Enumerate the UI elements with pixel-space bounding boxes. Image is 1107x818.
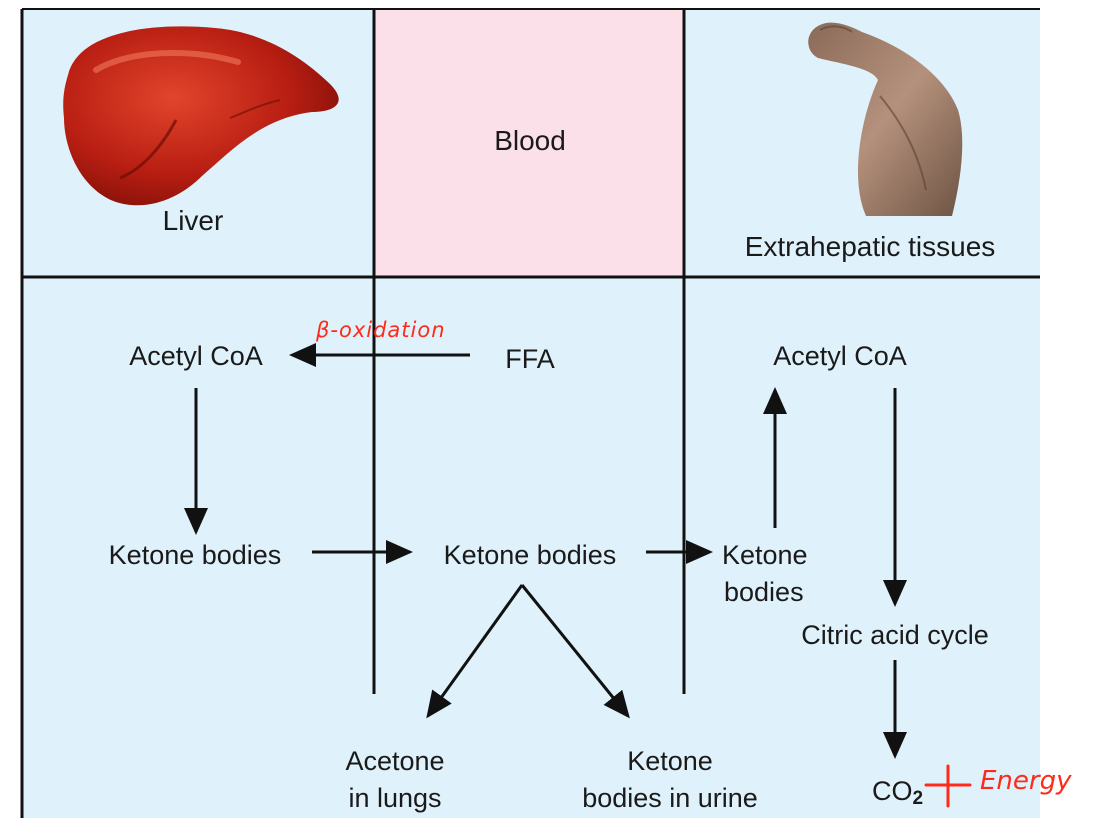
acetone-label-line-2: in lungs [315, 781, 475, 815]
beta-oxidation-annotation: β-oxidation [316, 318, 446, 342]
acetone-label-line-1: Acetone [315, 744, 475, 778]
liver-label: Liver [113, 204, 273, 238]
ketone-bodies-tissue-label-line-1: Ketone [722, 538, 808, 572]
ffa-label: FFA [480, 342, 580, 376]
ketone-bodies-liver-label: Ketone bodies [80, 538, 310, 572]
co2-label: CO2 [872, 774, 923, 816]
citric-acid-cycle-label: Citric acid cycle [770, 618, 1020, 652]
co2-subscript: 2 [913, 788, 924, 809]
blood-label: Blood [450, 124, 610, 158]
ketone-urine-label-line-2: bodies in urine [545, 781, 795, 815]
acetyl-coa-tissue-label: Acetyl CoA [740, 339, 940, 373]
ketone-urine-label-line-1: Ketone [555, 744, 785, 778]
ketone-bodies-blood-label: Ketone bodies [415, 538, 645, 572]
extrahepatic-tissues-label: Extrahepatic tissues [700, 230, 1040, 264]
acetyl-coa-liver-label: Acetyl CoA [96, 339, 296, 373]
energy-annotation: Energy [980, 766, 1071, 796]
co2-text: CO [872, 776, 913, 806]
ketone-bodies-tissue-label-line-2: bodies [724, 575, 804, 609]
